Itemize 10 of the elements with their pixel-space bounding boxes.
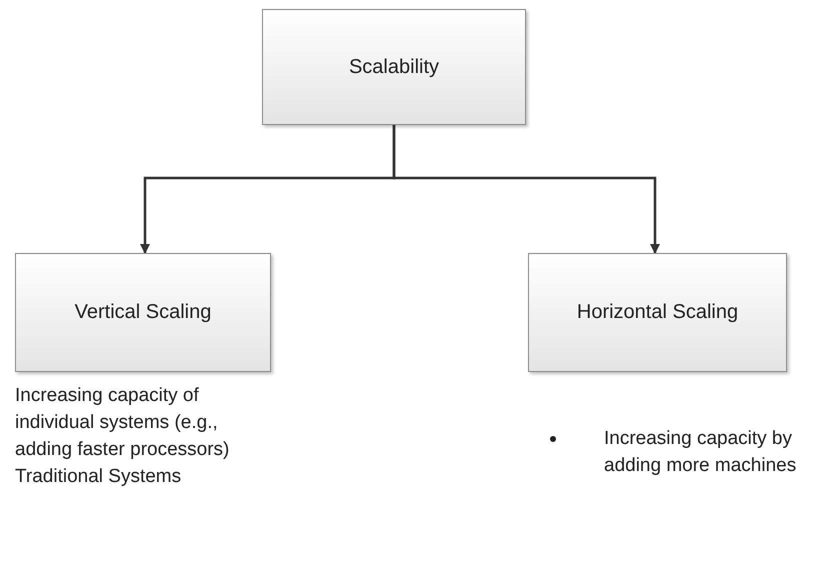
connector-arrow	[392, 125, 660, 254]
box-label: Scalability	[348, 56, 440, 78]
description-text: Increasing capacity of individual systems (e.g., adding faster processors)	[15, 385, 230, 460]
process-box	[15, 253, 271, 372]
description-text: Increasing capacity by adding more machines	[604, 428, 796, 476]
process-box	[262, 9, 526, 125]
process-box	[528, 253, 787, 372]
description-text: Traditional Systems	[15, 466, 182, 487]
box-label: Horizontal Scaling	[576, 301, 738, 324]
box-label: Vertical Scaling	[74, 301, 212, 324]
